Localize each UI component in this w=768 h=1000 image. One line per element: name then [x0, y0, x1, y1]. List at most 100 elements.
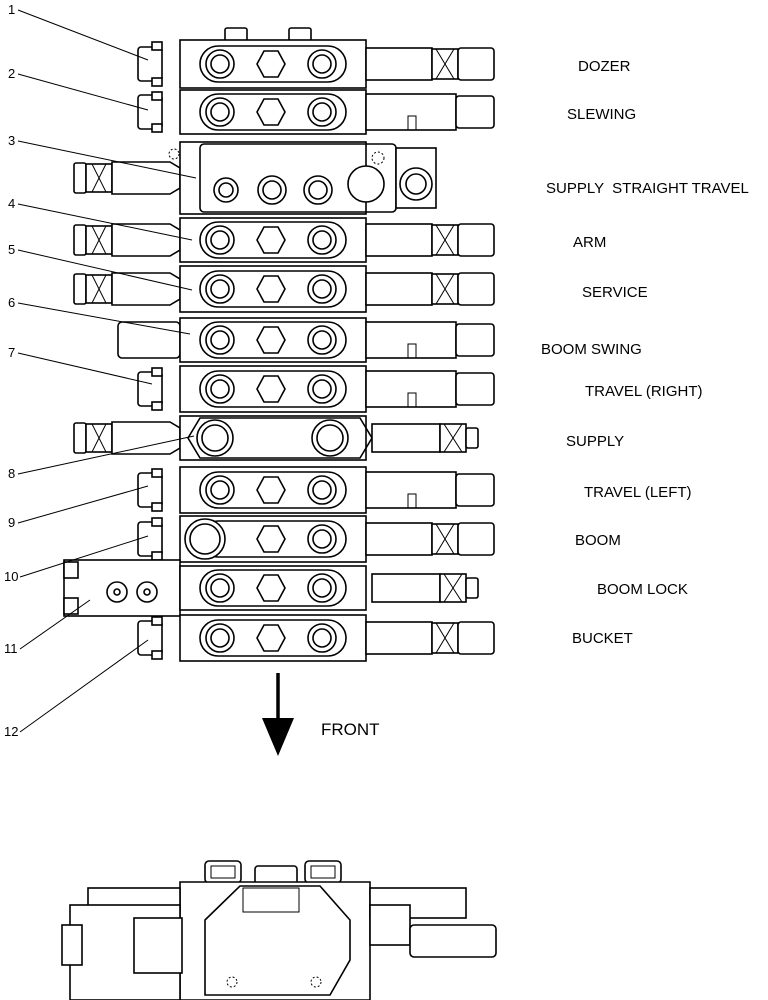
section-label-service: SERVICE [582, 284, 648, 301]
front-arrow-head [262, 718, 294, 756]
port-right [307, 225, 337, 255]
port-left-inner [210, 578, 230, 598]
front-arrow: FRONT [262, 673, 380, 756]
leader-line-8 [17, 435, 195, 475]
callout-11: 11 [4, 599, 91, 656]
section-label-boom-lock: BOOM LOCK [597, 581, 688, 598]
lock-port-2-inner [143, 588, 151, 596]
port-left-inner [210, 480, 230, 500]
hidden-hole-right [371, 151, 385, 165]
lock-port-1 [106, 581, 128, 603]
left-spool-body [111, 272, 181, 306]
right-box-body [365, 370, 457, 408]
port-right-inner [312, 230, 332, 250]
callout-10: 10 [4, 535, 149, 584]
left-plug-nut-bottom [151, 551, 163, 561]
port-right [307, 573, 337, 603]
left-plug-nut-bottom [151, 123, 163, 133]
callout-7: 7 [8, 345, 153, 385]
right-spool-cap [457, 47, 495, 81]
front-label: FRONT [321, 720, 380, 739]
left-spool-nut-x2 [91, 274, 107, 304]
right-box-detail [407, 343, 417, 359]
boom-large-port [184, 518, 226, 560]
left-plug [137, 94, 163, 130]
lock-block-plug-top [63, 561, 79, 579]
callout-number-8: 8 [8, 466, 15, 481]
port-right [307, 524, 337, 554]
right-spool-body [365, 272, 433, 306]
left-plug-nut-top [151, 367, 163, 377]
right-spool-body [371, 423, 441, 453]
lock-block-plug-bottom [63, 597, 79, 615]
valve-section-11 [63, 559, 479, 617]
callout-number-9: 9 [8, 515, 15, 530]
leader-line-6 [17, 302, 191, 335]
section-casting [199, 471, 347, 509]
center-hex-port [256, 525, 286, 553]
port-right [307, 325, 337, 355]
port-left [205, 97, 235, 127]
side-body-casting [204, 885, 351, 996]
left-spool-body [111, 223, 181, 257]
section-casting [199, 221, 347, 259]
supply-port-1 [213, 177, 239, 203]
right-box-body [365, 321, 457, 359]
left-spool-nut-x2 [91, 423, 107, 453]
lock-port-1-inner [113, 588, 121, 596]
right-port-inner [405, 173, 427, 195]
valve-section-3 [73, 141, 437, 215]
left-plug [137, 371, 163, 407]
port-left-inner [210, 330, 230, 350]
callout-12: 12 [4, 639, 149, 739]
port-left [205, 49, 235, 79]
valve-section-2 [137, 89, 495, 135]
port-right [307, 374, 337, 404]
section-casting [199, 93, 347, 131]
right-spool-end [465, 577, 479, 599]
right-spool-cap [457, 522, 495, 556]
left-plug-nut-top [151, 468, 163, 478]
port-left-inner [210, 102, 230, 122]
port-left-inner [210, 279, 230, 299]
callout-number-2: 2 [8, 66, 15, 81]
section-casting [199, 270, 347, 308]
supply-port-inner-2 [262, 180, 282, 200]
right-box-cap [455, 473, 495, 507]
left-plug-nut-top [151, 517, 163, 527]
center-hex-port [256, 624, 286, 652]
center-hex-port [256, 574, 286, 602]
callout-number-6: 6 [8, 295, 15, 310]
left-plug-nut-bottom [151, 401, 163, 411]
port-left-inner [210, 230, 230, 250]
valve-section-5 [73, 265, 495, 313]
right-box-body [365, 471, 457, 509]
port-left [205, 475, 235, 505]
right-spool-nut-x2 [435, 622, 455, 654]
port-left-inner [210, 54, 230, 74]
section-label-supply-straight-travel: SUPPLY STRAIGHT TRAVEL [546, 180, 749, 197]
left-plug-nut-bottom [151, 502, 163, 512]
port-right [307, 49, 337, 79]
callout-number-11: 11 [4, 641, 18, 656]
side-hidden-hole-left [226, 976, 238, 988]
supply-port-inner-3 [308, 180, 328, 200]
right-box-detail [407, 392, 417, 408]
side-plug-left [61, 924, 83, 966]
section-casting [199, 619, 347, 657]
left-plug-nut-top [151, 91, 163, 101]
right-spool-body [365, 47, 433, 81]
right-spool-cap [457, 621, 495, 655]
left-plug [137, 46, 163, 82]
port-right-inner [312, 54, 332, 74]
left-plug-nut-top [151, 616, 163, 626]
valve-section-1 [137, 39, 495, 89]
right-spool-body [365, 522, 433, 556]
port-left [205, 274, 235, 304]
valve-section-10 [137, 515, 495, 563]
right-port [399, 167, 433, 201]
port-right-inner [312, 330, 332, 350]
port-left [205, 374, 235, 404]
side-hidden-hole-right [310, 976, 322, 988]
supply-port-2 [257, 175, 287, 205]
